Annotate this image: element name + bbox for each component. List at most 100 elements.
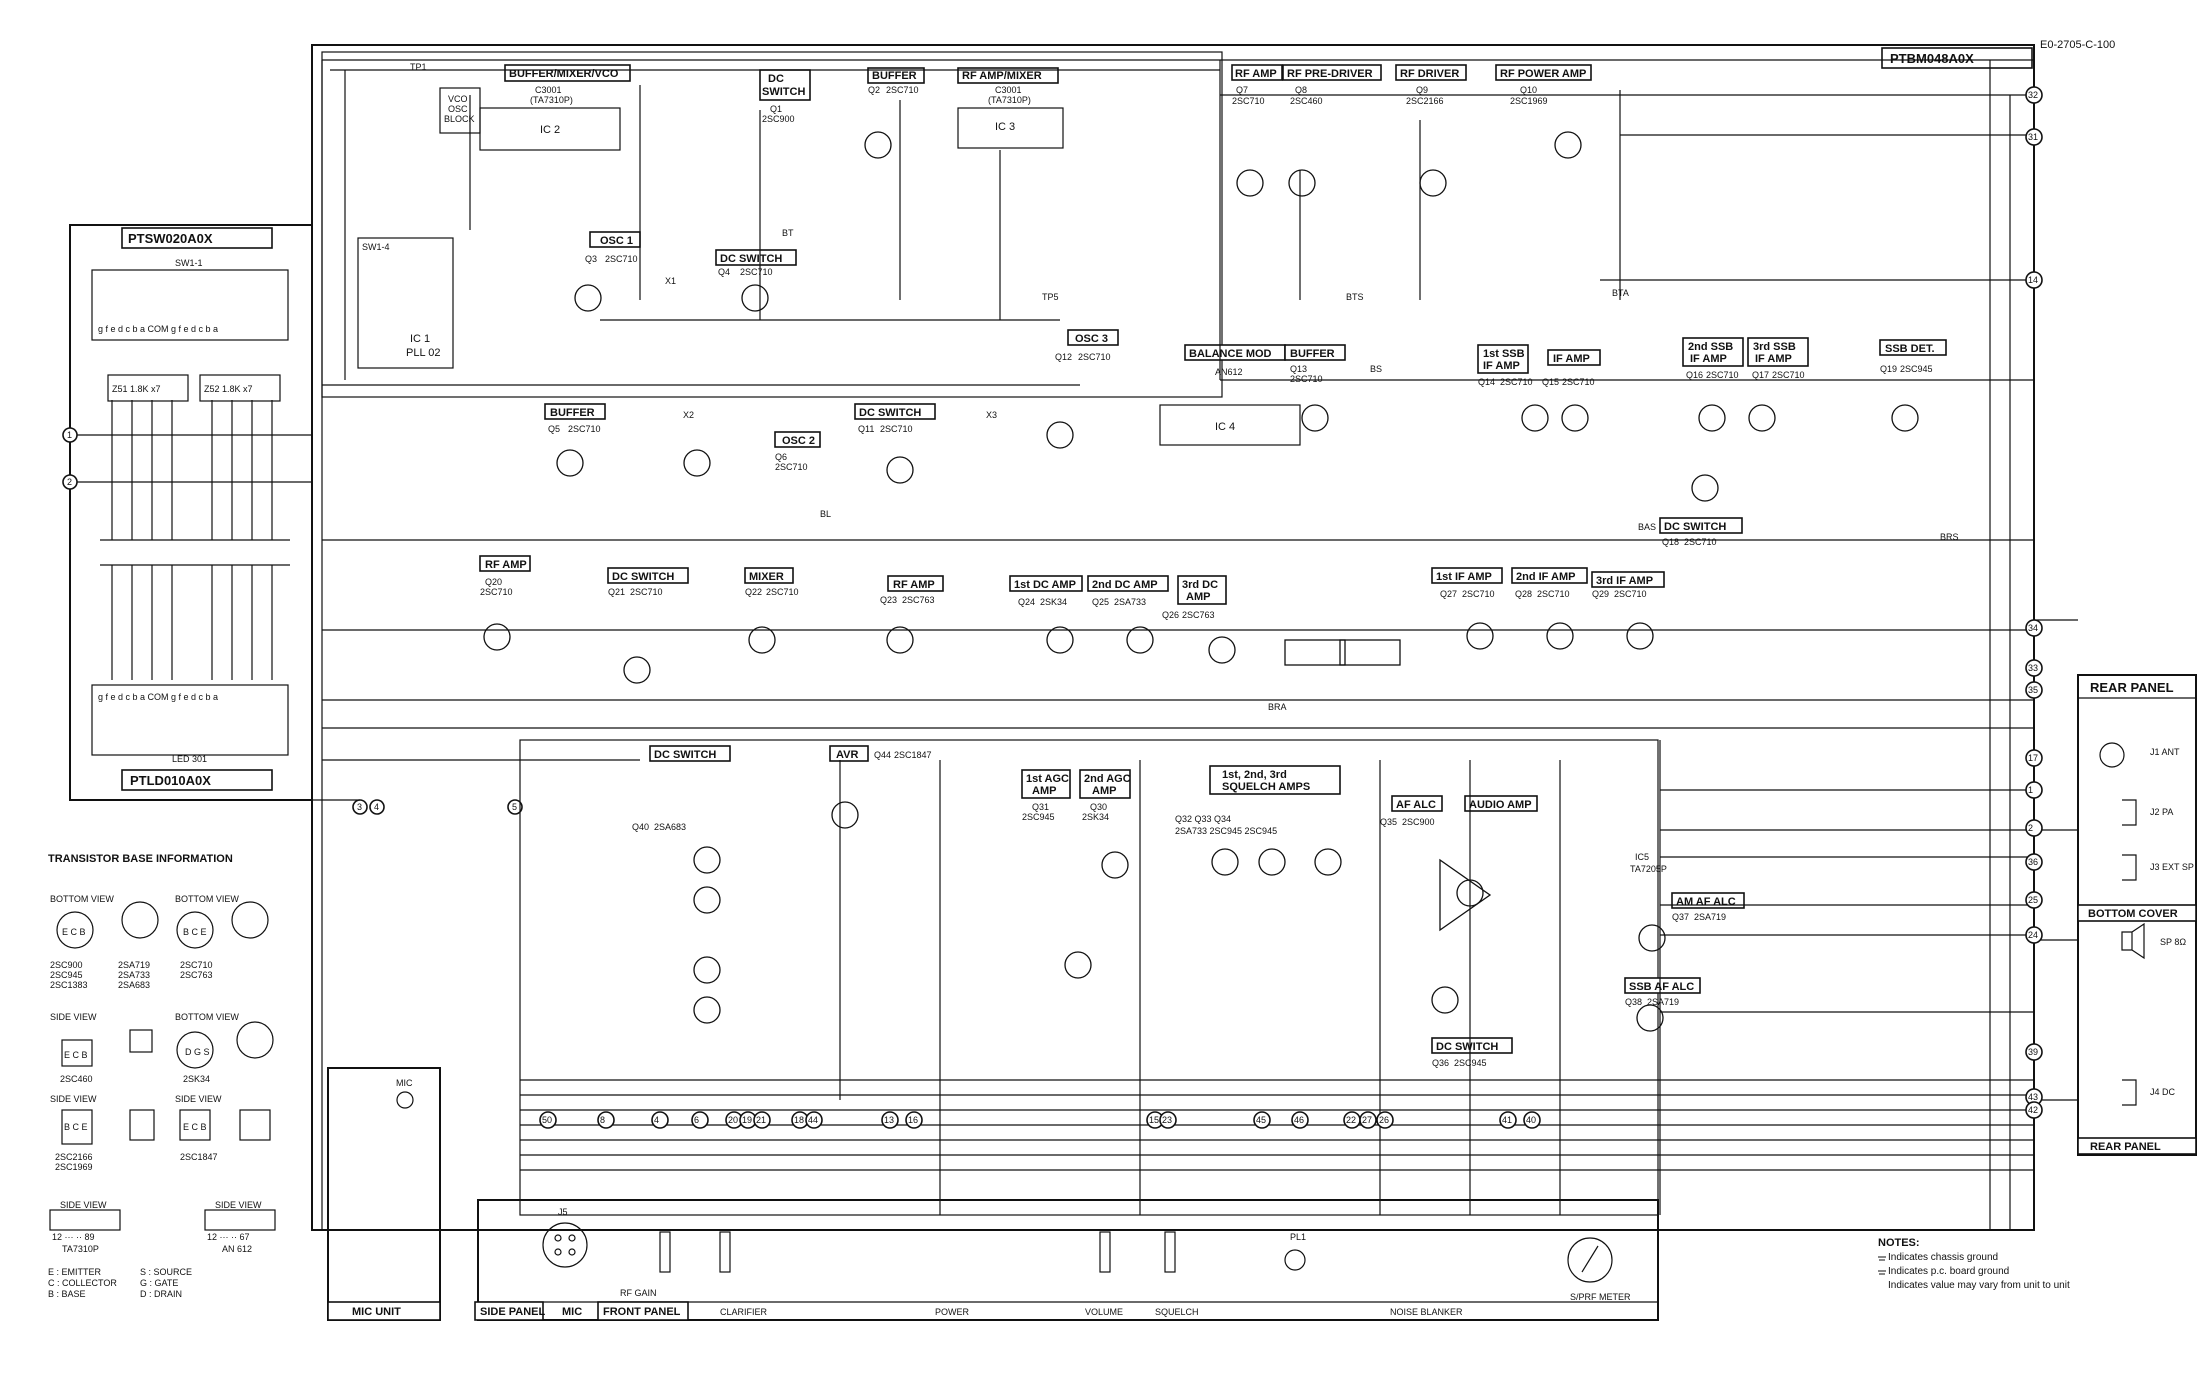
svg-text:2SC900: 2SC900 [762, 114, 795, 124]
svg-text:Q35: Q35 [1380, 817, 1397, 827]
svg-text:2SA719: 2SA719 [1647, 997, 1679, 1007]
svg-text:TA7310P: TA7310P [62, 1244, 99, 1254]
svg-text:Q6: Q6 [775, 452, 787, 462]
svg-text:2SK34: 2SK34 [1082, 812, 1109, 822]
svg-text:Q26: Q26 [1162, 610, 1179, 620]
svg-text:RF AMP: RF AMP [485, 559, 527, 571]
svg-text:2SC2166: 2SC2166 [55, 1152, 93, 1162]
svg-text:2SC710: 2SC710 [880, 424, 913, 434]
block-dc-switch-q21: DC SWITCH Q21 2SC710 [607, 567, 689, 597]
svg-text:27: 27 [1362, 1115, 1372, 1125]
svg-text:2SC710: 2SC710 [1537, 589, 1570, 599]
svg-text:2: 2 [67, 477, 72, 487]
mic-connector-j5: J5 [542, 1207, 588, 1268]
svg-text:SIDE VIEW: SIDE VIEW [50, 1012, 97, 1022]
svg-text:RF AMP: RF AMP [1235, 68, 1277, 80]
block-balance-mod: BALANCE MOD AN612 IC 4 [1159, 344, 1301, 446]
block-pll: SW1-4 IC 1 PLL 02 [357, 237, 454, 369]
doc-code: E0-2705-C-100 [2040, 39, 2115, 51]
svg-text:Q28: Q28 [1515, 589, 1532, 599]
block-dc-switch-q40: DC SWITCH Q40 2SA683 [632, 745, 731, 832]
svg-text:2SC945: 2SC945 [1022, 812, 1055, 822]
control-noise-blanker: NOISE BLANKER [1390, 1307, 1463, 1317]
jack-j2-pa: J2 PA [2122, 799, 2173, 826]
svg-text:2SC2166: 2SC2166 [1406, 96, 1444, 106]
svg-text:J3 EXT SP: J3 EXT SP [2150, 862, 2194, 872]
note-2: Indicates p.c. board ground [1888, 1266, 2009, 1277]
svg-text:13: 13 [884, 1115, 894, 1125]
block-mixer: MIXER Q22 2SC710 [744, 567, 799, 597]
svg-text:Q36: Q36 [1432, 1058, 1449, 1068]
svg-text:Q5: Q5 [548, 424, 560, 434]
svg-text:SSB DET.: SSB DET. [1885, 343, 1935, 355]
svg-text:2SC710: 2SC710 [1500, 377, 1533, 387]
svg-text:SW1-4: SW1-4 [362, 242, 390, 252]
connector-right-34: 34 [2025, 619, 2043, 637]
transistor-base-diagrams [49, 901, 276, 1231]
connector-bottom-22-15: 22 [1343, 1111, 1361, 1129]
connector-bottom-45-13: 45 [1253, 1111, 1271, 1129]
front-panel-title: FRONT PANEL [603, 1306, 681, 1318]
svg-text:31: 31 [2028, 132, 2038, 142]
svg-text:3rd DC: 3rd DC [1182, 579, 1218, 591]
svg-text:4: 4 [374, 802, 379, 812]
connector-right-24: 24 [2025, 926, 2043, 944]
svg-text:2SC710: 2SC710 [1562, 377, 1595, 387]
svg-text:Q1: Q1 [770, 104, 782, 114]
svg-text:Q32 Q33 Q34: Q32 Q33 Q34 [1175, 814, 1231, 824]
ground-symbol-icons [1878, 1256, 1886, 1275]
left-connector-2: 2 [62, 474, 78, 490]
svg-text:2SC1969: 2SC1969 [55, 1162, 93, 1172]
svg-text:5: 5 [512, 802, 517, 812]
jack-j4-dc: J4 DC [2122, 1079, 2176, 1106]
svg-text:AMP: AMP [1186, 591, 1210, 603]
connector-bottom-6-3: 6 [691, 1111, 709, 1129]
svg-text:Q27: Q27 [1440, 589, 1457, 599]
svg-text:Q22: Q22 [745, 587, 762, 597]
svg-text:IF AMP: IF AMP [1483, 360, 1520, 372]
connector-bottom-16-10: 16 [905, 1111, 923, 1129]
svg-text:DC SWITCH: DC SWITCH [1664, 521, 1726, 533]
switch-board-label: PTSW020A0X [128, 231, 213, 246]
svg-text:DC SWITCH: DC SWITCH [654, 749, 716, 761]
svg-text:2SC710: 2SC710 [1772, 370, 1805, 380]
block-if-amp-q15: IF AMP Q15 2SC710 [1542, 349, 1601, 387]
svg-text:2nd DC AMP: 2nd DC AMP [1092, 579, 1158, 591]
svg-text:S : SOURCE: S : SOURCE [140, 1267, 192, 1277]
svg-text:2SA733 2SC945 2SC945: 2SA733 2SC945 2SC945 [1175, 826, 1277, 836]
svg-text:RF DRIVER: RF DRIVER [1400, 68, 1459, 80]
svg-text:Q9: Q9 [1416, 85, 1428, 95]
svg-text:2SC710: 2SC710 [605, 254, 638, 264]
block-af-alc: AF ALC Q35 2SC900 [1380, 795, 1443, 827]
svg-text:16: 16 [908, 1115, 918, 1125]
block-vco-osc: VCO OSC BLOCK [439, 87, 481, 134]
svg-text:AN612: AN612 [1215, 367, 1243, 377]
svg-text:BUFFER: BUFFER [1290, 348, 1335, 360]
svg-text:41: 41 [1502, 1115, 1512, 1125]
connector-bottom-21-6: 21 [753, 1111, 771, 1129]
svg-text:IF AMP: IF AMP [1690, 353, 1727, 365]
svg-text:SP 8Ω: SP 8Ω [2160, 937, 2186, 947]
svg-text:2SA683: 2SA683 [654, 822, 686, 832]
svg-text:OSC 1: OSC 1 [600, 235, 633, 247]
svg-text:BOTTOM VIEW: BOTTOM VIEW [175, 894, 239, 904]
svg-text:Q20: Q20 [485, 577, 502, 587]
svg-text:2SC460: 2SC460 [60, 1074, 93, 1084]
svg-text:J2 PA: J2 PA [2150, 807, 2173, 817]
mic-unit-label: MIC UNIT [352, 1306, 401, 1318]
svg-text:Q3: Q3 [585, 254, 597, 264]
svg-text:2nd SSB: 2nd SSB [1688, 341, 1733, 353]
rear-panel-bottom-label-box [2077, 1137, 2197, 1155]
connector-right-1: 1 [2025, 781, 2043, 799]
svg-text:Q13: Q13 [1290, 364, 1307, 374]
svg-text:Q10: Q10 [1520, 85, 1537, 95]
svg-text:2SC1383: 2SC1383 [50, 980, 88, 990]
svg-text:VCO: VCO [448, 94, 468, 104]
svg-text:J5: J5 [558, 1207, 568, 1217]
control-power: POWER [935, 1307, 970, 1317]
block-1st-agc-amp: 1st AGC AMP Q31 2SC945 [1021, 769, 1071, 822]
mic-label: MIC [562, 1306, 582, 1318]
note-1: Indicates chassis ground [1888, 1252, 1998, 1263]
front-panel-outline [477, 1199, 1659, 1321]
